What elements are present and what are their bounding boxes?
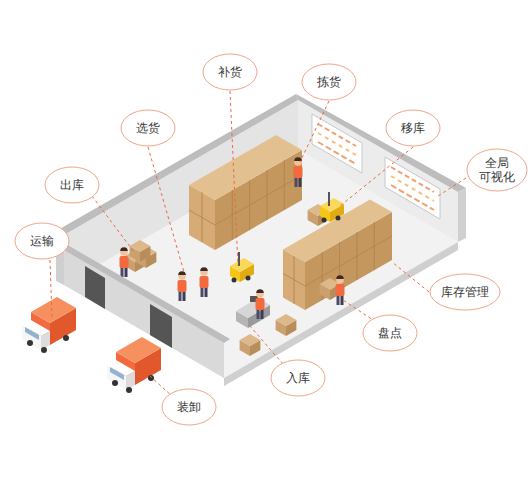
whiteboard [312,114,362,173]
box-stack [189,135,302,250]
door [150,304,172,348]
callout-ellipse: 库存管理 [429,273,501,311]
door [85,266,105,309]
callout-text: 入库 [286,371,310,385]
callout-ellipse: 出库 [44,166,100,204]
truck [22,297,76,353]
callout-ellipse: 全局 可视化 [466,148,528,192]
callout-ellipse: 补货 [202,53,258,91]
callout-ellipse: 入库 [270,359,326,397]
floor [64,150,458,378]
callout-ellipse: 盘点 [362,314,418,352]
leader-line [50,91,466,398]
callout-text: 库存管理 [441,285,489,299]
whiteboard [385,157,440,219]
callout-text: 拣货 [317,75,341,89]
callout-text: 移库 [401,121,425,135]
callout-text: 全局 可视化 [473,156,521,184]
truck [107,337,161,393]
callout-text: 补货 [218,65,242,79]
callout-text: 盘点 [378,326,402,340]
callout-ellipse: 移库 [385,109,441,147]
callout-text: 运输 [30,234,54,248]
callout-ellipse: 拣货 [301,63,357,101]
callout-text: 出库 [60,178,84,192]
desk [236,296,270,328]
callout-ellipse: 装卸 [161,388,217,426]
callout-ellipse: 运输 [14,222,70,260]
callout-ellipse: 选货 [120,109,176,147]
callout-text: 选货 [136,121,160,135]
callout-text: 装卸 [177,400,201,414]
